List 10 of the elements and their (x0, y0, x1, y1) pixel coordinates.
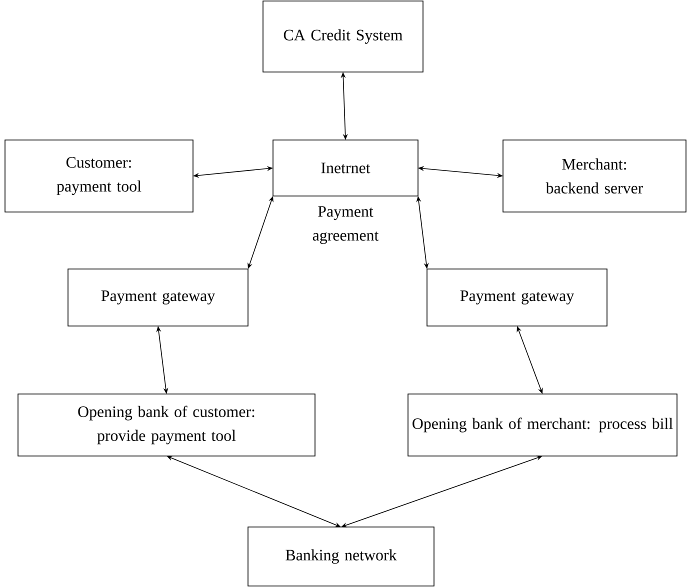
node-caption: Payment agreement (312, 206, 379, 244)
process-box: CA Credit System (262, 0, 424, 72)
process-box: Opening bank of customer: provide payment tool (18, 394, 316, 456)
process-box: Merchant: backend server (502, 140, 686, 212)
process-box: Payment gateway (68, 268, 248, 326)
process-box: Opening bank of merchant: process bill (408, 394, 678, 456)
process-box: Inetrnet (272, 140, 418, 196)
process-box: Payment gateway (426, 268, 608, 326)
process-box: Customer: payment tool (4, 140, 194, 212)
process-box: Banking network (248, 526, 434, 586)
